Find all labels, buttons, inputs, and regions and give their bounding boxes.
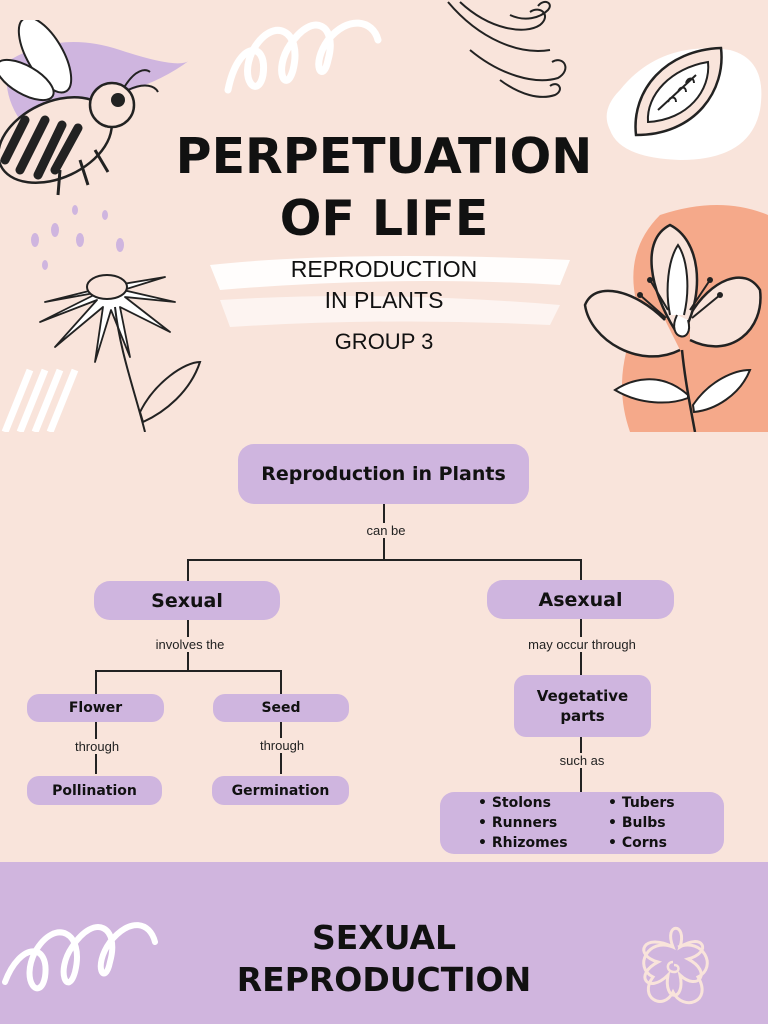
example-item: Runners bbox=[478, 813, 568, 833]
examples-list-right: Tubers Bulbs Corns bbox=[608, 793, 675, 853]
bee-icon bbox=[0, 20, 159, 196]
connector-line bbox=[95, 670, 282, 672]
germination-node: Germination bbox=[212, 776, 349, 805]
connector-line bbox=[280, 670, 282, 694]
flower-outline-icon bbox=[642, 926, 709, 1005]
seed-link-label: through bbox=[247, 738, 317, 753]
vegetative-parts-node: Vegetative parts bbox=[514, 675, 651, 737]
sexual-node: Sexual bbox=[94, 581, 280, 620]
subtitle-line-1: REPRODUCTION bbox=[290, 256, 478, 282]
pollination-node: Pollination bbox=[27, 776, 162, 805]
spiral-doodle-icon bbox=[2, 922, 158, 992]
concept-map: Reproduction in Plants can be Sexual inv… bbox=[0, 432, 768, 862]
examples-list-left: Stolons Runners Rhizomes bbox=[478, 793, 568, 853]
purple-dots-decoration bbox=[31, 205, 124, 270]
asexual-link-label: may occur through bbox=[510, 637, 654, 652]
sexual-link-label: involves the bbox=[138, 637, 242, 652]
asexual-node: Asexual bbox=[487, 580, 674, 619]
lily-flower-icon bbox=[583, 223, 762, 432]
flower-link-label: through bbox=[62, 739, 132, 754]
example-item: Rhizomes bbox=[478, 833, 568, 853]
spiral-doodle-icon bbox=[224, 19, 382, 94]
example-item: Corns bbox=[608, 833, 675, 853]
connector-line bbox=[187, 559, 189, 581]
example-item: Tubers bbox=[608, 793, 675, 813]
cover-header: PERPETUATION OF LIFE REPRODUCTION IN PLA… bbox=[0, 0, 768, 432]
example-item: Bulbs bbox=[608, 813, 675, 833]
flower-node: Flower bbox=[27, 694, 164, 722]
daisy-icon bbox=[39, 274, 202, 432]
connector-line bbox=[95, 670, 97, 694]
vegetative-link-label: such as bbox=[545, 753, 619, 768]
vegetative-line-1: Vegetative bbox=[536, 687, 629, 705]
wind-swirl-icon bbox=[447, 0, 567, 98]
section-footer: SEXUAL REPRODUCTION bbox=[0, 862, 768, 1024]
title-line-1: PERPETUATION bbox=[175, 128, 593, 185]
white-stripes-decoration bbox=[1, 368, 79, 432]
seed-pod-icon bbox=[634, 46, 723, 137]
seed-node: Seed bbox=[213, 694, 349, 722]
connector-line bbox=[580, 559, 582, 581]
footer-title-line-2: REPRODUCTION bbox=[236, 960, 532, 999]
title-line-2: OF LIFE bbox=[279, 190, 489, 247]
vegetative-line-2: parts bbox=[560, 707, 605, 725]
group-label: GROUP 3 bbox=[334, 329, 434, 354]
example-item: Stolons bbox=[478, 793, 568, 813]
subtitle-brush-decoration bbox=[210, 256, 570, 327]
root-link-label: can be bbox=[354, 523, 418, 538]
root-node: Reproduction in Plants bbox=[238, 444, 529, 504]
connector-line bbox=[187, 559, 581, 561]
subtitle-line-2: IN PLANTS bbox=[324, 287, 444, 313]
footer-title-line-1: SEXUAL bbox=[311, 918, 457, 957]
